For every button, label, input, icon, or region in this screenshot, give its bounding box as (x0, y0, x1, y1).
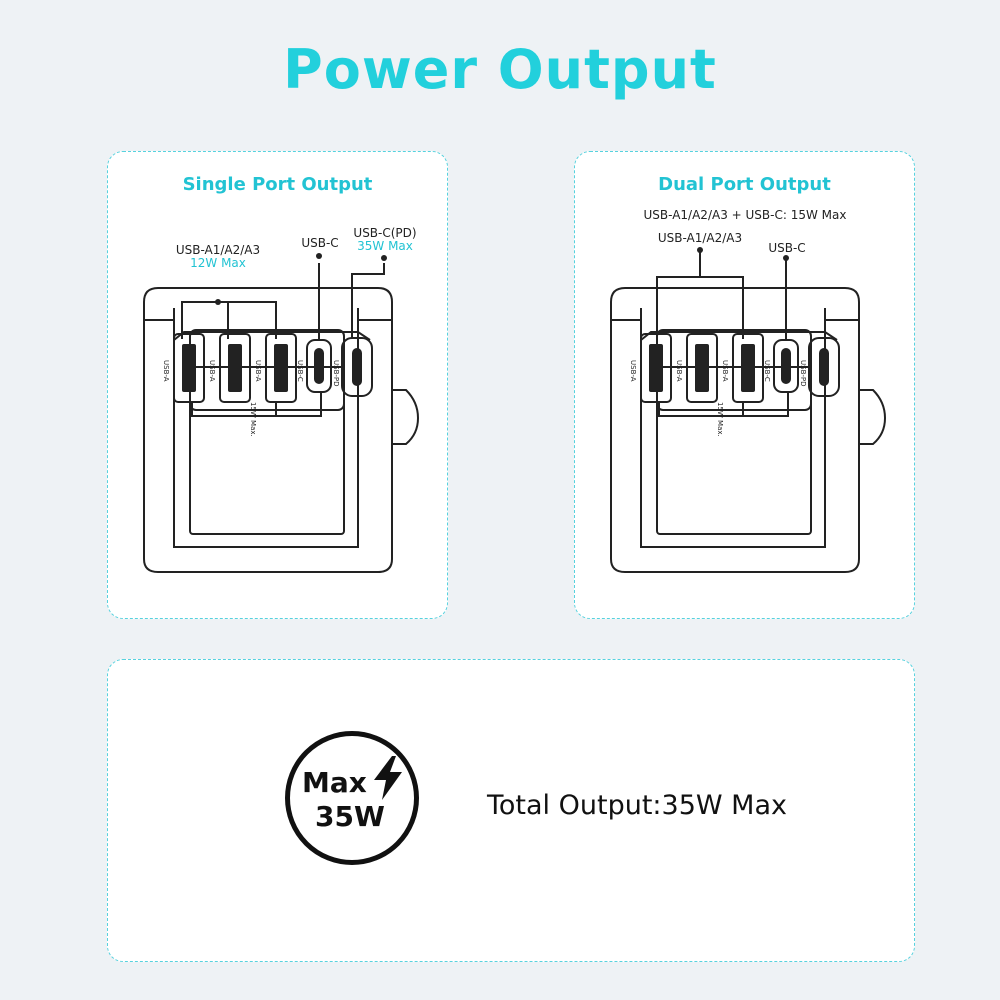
note-label: 15W Max. (716, 402, 724, 437)
total-output-text: Total Output:35W Max (487, 790, 787, 821)
port-label: USB-A (208, 360, 216, 382)
port-label: USB-A (721, 360, 729, 382)
usbc-label: USB-C (768, 241, 806, 255)
usba-group-label: USB-A1/A2/A3 (657, 231, 743, 245)
port-label: USB-A (254, 360, 262, 382)
usbc-pd-power-label: 35W Max (357, 239, 413, 253)
total-output-card: Max 35W Total Output:35W Max (107, 659, 915, 962)
single-port-title: Single Port Output (182, 174, 373, 195)
port-label: USB-A (629, 360, 637, 382)
usba-group-label: USB-A1/A2/A3 (175, 243, 261, 257)
port-label: USB-A (675, 360, 683, 382)
dual-port-card: Dual Port Output USB-A1/A2/A3 + USB-C: 1… (574, 151, 915, 619)
badge-watt-text: 35W (315, 800, 385, 833)
page-title: Power Output (283, 38, 717, 101)
single-port-card: Single Port Output USB-A1/A2/A3 12W Max … (107, 151, 448, 619)
port-label: USB-A (162, 360, 170, 382)
usbc-label: USB-C (301, 236, 339, 250)
port-label: USB-PD (799, 360, 807, 387)
max-power-badge: Max 35W (285, 731, 419, 865)
usba-power-label: 12W Max (190, 256, 246, 270)
combo-label: USB-A1/A2/A3 + USB-C: 15W Max (643, 208, 847, 222)
port-label: USB-PD (332, 360, 340, 387)
port-label: USB-C (296, 360, 304, 382)
usbc-pd-label: USB-C(PD) (353, 226, 417, 240)
lightning-bolt-icon (374, 756, 402, 800)
charger-diagram-single: USB-A USB-A USB-A USB-C USB-PD 15W Max. (143, 253, 420, 573)
charger-diagram-dual: USB-A USB-A USB-A USB-C USB-PD 15W Max. (610, 247, 887, 573)
note-label: 15W Max. (249, 402, 257, 437)
badge-max-text: Max (302, 766, 367, 799)
dual-port-title: Dual Port Output (658, 174, 831, 195)
port-label: USB-C (763, 360, 771, 382)
